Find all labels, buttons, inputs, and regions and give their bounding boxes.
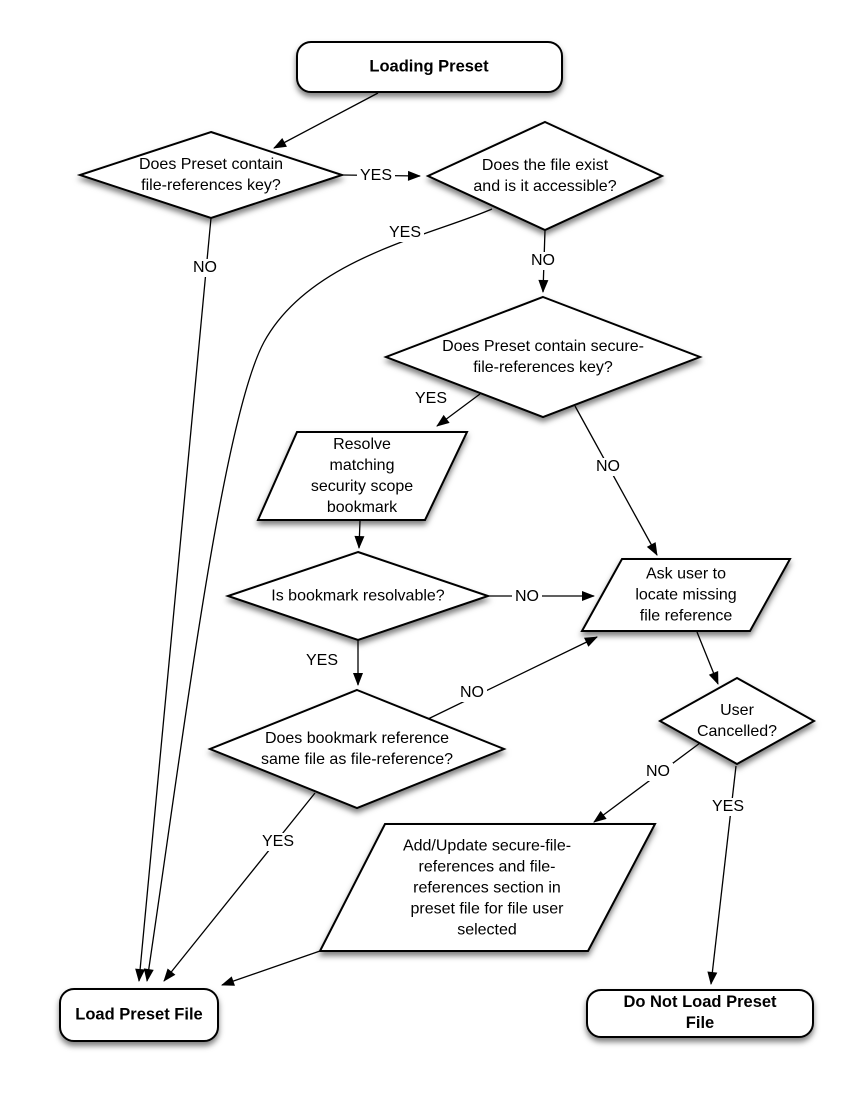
edge-secure-refs-yes bbox=[436, 393, 481, 427]
bookmark-resolvable-label: Is bookmark resolvable? bbox=[271, 587, 445, 605]
file-refs-decision-label: Does Preset contain file-references key? bbox=[138, 156, 284, 194]
edge-resolve-to-resolvable bbox=[354, 520, 365, 549]
same-file-yes-label: YES bbox=[258, 833, 298, 851]
ask-user-locate-shape bbox=[580, 558, 792, 632]
user-cancelled-label: User Cancelled? bbox=[696, 702, 778, 740]
edge-ask-user-to-cancelled bbox=[696, 631, 719, 685]
edge-cancelled-no bbox=[593, 742, 701, 823]
user-cancelled-decision-shape bbox=[657, 676, 817, 766]
resolve-bookmark-shape bbox=[256, 431, 469, 521]
load-preset-file-shape bbox=[59, 988, 219, 1042]
load-preset-file-label: Load Preset File bbox=[75, 1005, 203, 1024]
edge-file-refs-no bbox=[135, 217, 212, 982]
shapes bbox=[59, 41, 817, 1042]
resolvable-no-label: NO bbox=[512, 588, 542, 606]
secure-refs-no-label: NO bbox=[593, 458, 623, 476]
edge-start-to-file-refs-check bbox=[273, 92, 379, 149]
edge-secure-refs-no bbox=[574, 405, 658, 556]
ask-user-locate-label: Ask user to locate missing file referenc… bbox=[635, 565, 737, 625]
edge-same-file-yes bbox=[163, 792, 316, 982]
resolve-bookmark-label: Resolve matching security scope bookmark bbox=[310, 436, 414, 516]
do-not-load-preset-file-label: Do Not Load Preset File bbox=[623, 993, 777, 1032]
file-exists-no-label: NO bbox=[528, 252, 558, 270]
cancelled-no-label: NO bbox=[643, 763, 673, 781]
secure-refs-decision-shape bbox=[383, 295, 703, 419]
bookmark-resolvable-decision-shape bbox=[224, 550, 492, 642]
loading-preset-shape bbox=[296, 41, 563, 93]
file-refs-decision-shape bbox=[76, 130, 346, 220]
bookmark-same-file-decision-shape bbox=[207, 688, 507, 810]
resolvable-yes-label: YES bbox=[302, 652, 342, 670]
secure-refs-decision-label: Does Preset contain secure- file-referen… bbox=[442, 338, 644, 376]
loading-preset-label: Loading Preset bbox=[369, 57, 489, 76]
add-update-references-label: Add/Update secure-file- references and f… bbox=[402, 837, 572, 939]
edge-add-update-to-load bbox=[221, 950, 321, 986]
same-file-no-label: NO bbox=[457, 684, 487, 702]
cancelled-yes-label: YES bbox=[708, 798, 748, 816]
add-update-references-shape bbox=[318, 823, 657, 952]
file-refs-yes-label: YES bbox=[356, 167, 396, 185]
edges bbox=[135, 92, 737, 986]
do-not-load-preset-file-shape bbox=[586, 989, 814, 1038]
secure-refs-yes-label: YES bbox=[411, 390, 451, 408]
bookmark-same-file-label: Does bookmark reference same file as fil… bbox=[260, 730, 454, 768]
file-exists-decision-label: Does the file exist and is it accessible… bbox=[473, 157, 617, 195]
file-refs-no-label: NO bbox=[190, 259, 220, 277]
edge-file-exists-yes-curve bbox=[143, 208, 493, 982]
file-exists-yes-label: YES bbox=[385, 224, 425, 242]
file-exists-decision-shape bbox=[425, 120, 665, 232]
edge-same-file-no bbox=[427, 636, 598, 720]
